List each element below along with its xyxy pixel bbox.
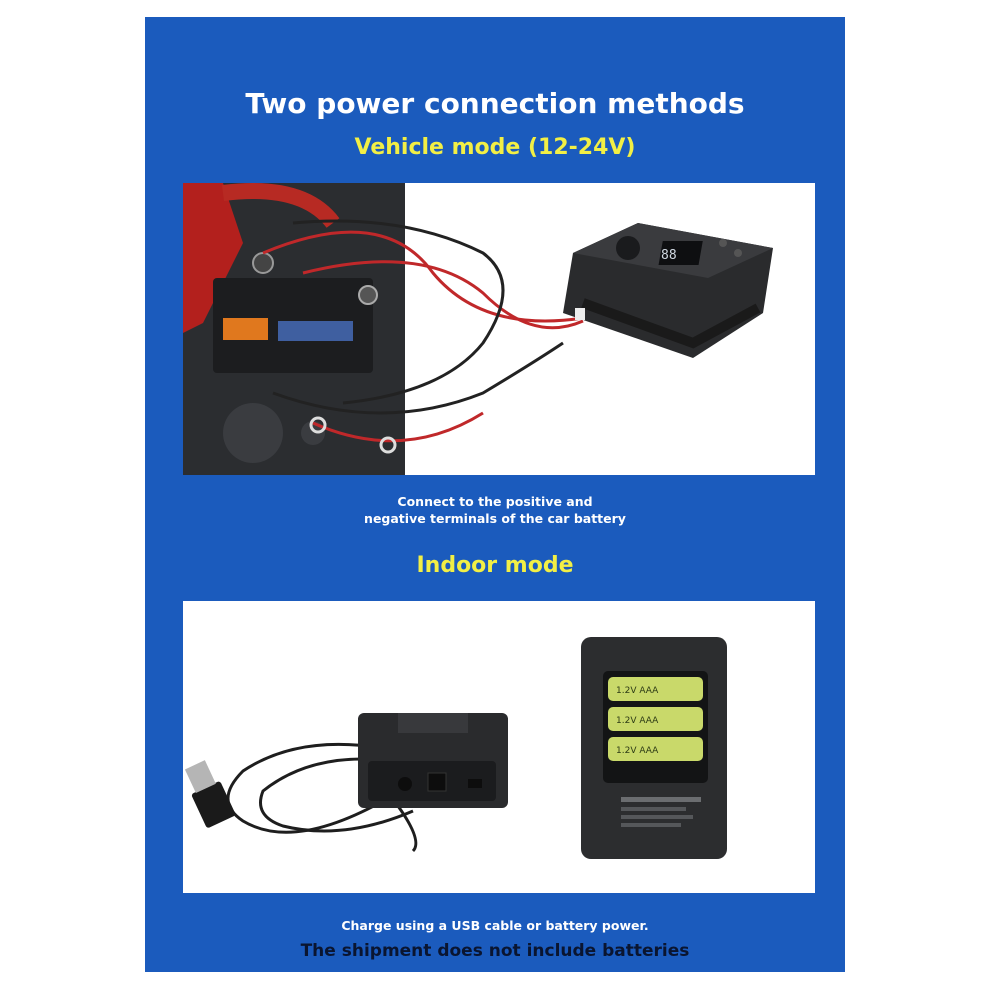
battery (608, 677, 703, 701)
battery-label: 1.2V AAA (616, 746, 659, 756)
usb-port (468, 779, 482, 788)
indoor-mode-heading: Indoor mode (416, 553, 574, 578)
vehicle-caption: Connect to the positive and negative ter… (145, 493, 845, 527)
battery-label: 1.2V AAA (616, 716, 659, 726)
vehicle-caption-line1: Connect to the positive and (397, 494, 593, 509)
indoor-mode-photo: 1.2V AAA 1.2V AAA 1.2V AAA (183, 601, 815, 893)
battery (608, 737, 703, 761)
device-display: 88 (661, 248, 677, 263)
dc-port (398, 777, 412, 791)
page-title: Two power connection methods (245, 87, 745, 120)
control-device: 88 (563, 223, 773, 358)
battery-label: 1.2V AAA (616, 686, 659, 696)
battery-note: The shipment does not include batteries (300, 941, 690, 961)
positive-wire (262, 230, 584, 323)
vehicle-mode-photo: 88 (183, 183, 815, 475)
indoor-caption: Charge using a USB cable or battery powe… (341, 918, 649, 933)
speaker-grille (616, 236, 640, 260)
battery (608, 707, 703, 731)
vehicle-caption-line2: negative terminals of the car battery (364, 511, 626, 526)
device-back-view: 1.2V AAA 1.2V AAA 1.2V AAA (581, 637, 727, 859)
vehicle-mode-heading: Vehicle mode (12-24V) (354, 135, 636, 160)
battery-terminal-positive (252, 252, 274, 274)
battery-terminal-negative (358, 285, 378, 305)
device-side-view (358, 713, 508, 808)
red-hose (183, 183, 243, 333)
usb-plug (191, 781, 236, 828)
power-switch (427, 772, 447, 792)
negative-wire (292, 219, 505, 405)
promo-panel: Two power connection methods Vehicle mod… (145, 17, 845, 972)
power-port (575, 308, 585, 320)
